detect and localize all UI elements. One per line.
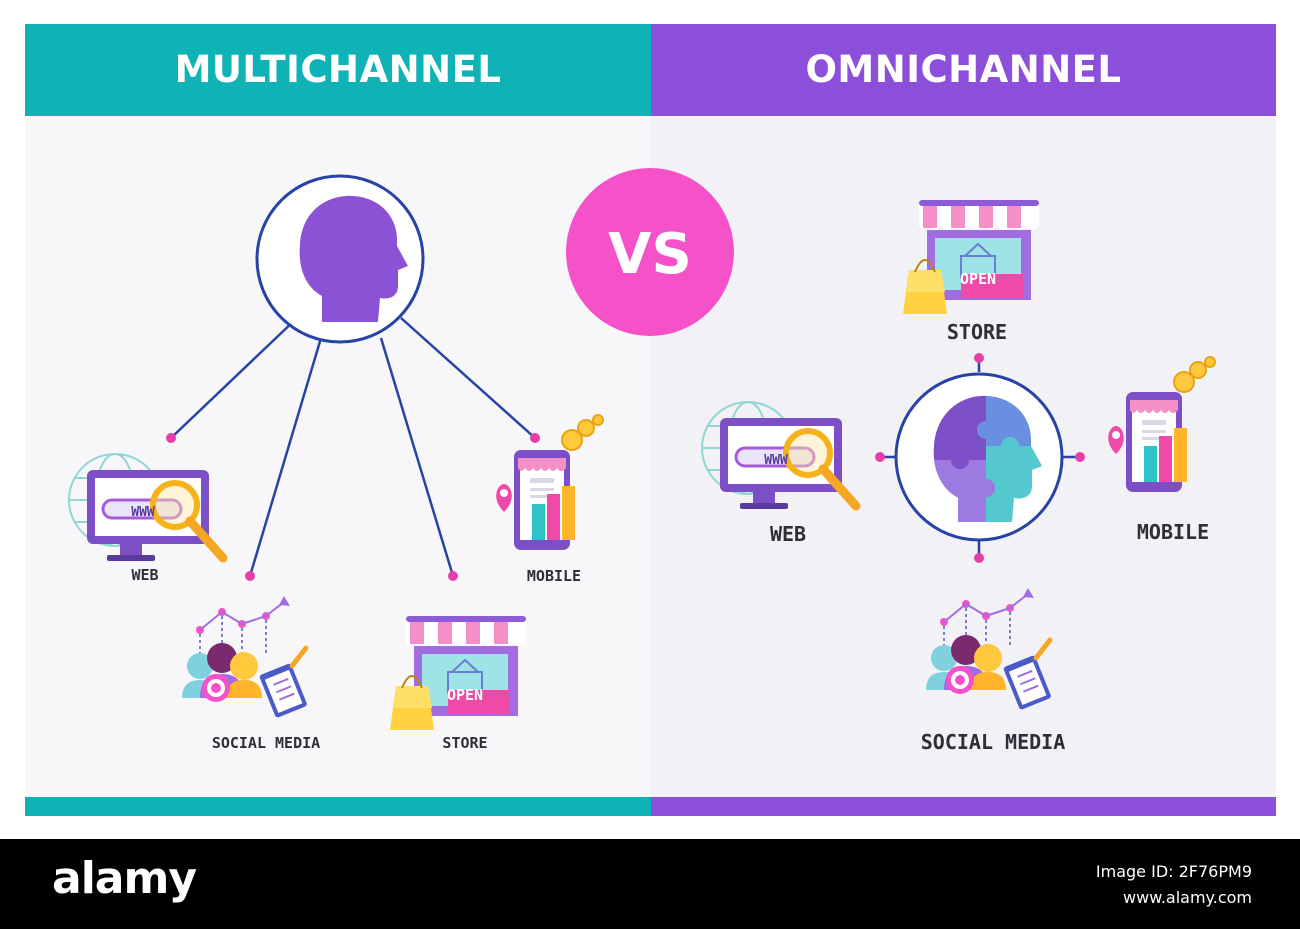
open-sign-text-omni: OPEN	[960, 270, 996, 288]
omnichannel-store-icon	[902, 199, 1040, 315]
omnichannel-store-label: STORE	[946, 320, 1008, 344]
vs-badge: VS	[566, 168, 734, 336]
omnichannel-mobile-icon	[1107, 356, 1216, 493]
www-icon-text-omni: WWW	[764, 453, 788, 468]
image-id-text: Image ID: 2F76PM9	[1095, 862, 1252, 881]
omnichannel-connector-dots	[875, 353, 1085, 563]
multichannel-social-media-icon	[182, 596, 308, 718]
multichannel-mobile-label: MOBILE	[526, 567, 582, 585]
multichannel-store-label: STORE	[442, 734, 488, 752]
brand-logo: alamy	[52, 853, 197, 904]
www-icon-text: WWW	[131, 505, 155, 520]
open-sign-text: OPEN	[447, 686, 483, 704]
multichannel-header: MULTICHANNEL	[25, 24, 651, 116]
site-url-text: www.alamy.com	[1123, 888, 1252, 907]
customer-head-icon	[255, 174, 425, 344]
multichannel-social-media-label: SOCIAL MEDIA	[211, 734, 321, 752]
multichannel-web-label: WEB	[131, 566, 159, 584]
omnichannel-header: OMNICHANNEL	[651, 24, 1276, 116]
multichannel-connector-dots	[166, 433, 540, 581]
multichannel-mobile-icon	[495, 414, 604, 551]
watermark-bar	[0, 839, 1300, 929]
multichannel-store-icon	[389, 615, 527, 731]
omnichannel-footer-bar	[651, 797, 1276, 816]
omnichannel-social-media-icon	[926, 588, 1052, 710]
multichannel-footer-bar	[25, 797, 651, 816]
puzzle-head-icon	[894, 372, 1064, 542]
omnichannel-title: OMNICHANNEL	[805, 48, 1122, 91]
multichannel-connectors	[170, 317, 536, 577]
omnichannel-mobile-label: MOBILE	[1136, 520, 1210, 544]
vs-text: VS	[608, 222, 692, 287]
omnichannel-web-label: WEB	[769, 522, 807, 546]
omnichannel-social-media-label: SOCIAL MEDIA	[920, 730, 1066, 754]
diagram-artwork: VS WWW OPEN OP	[0, 168, 1216, 731]
multichannel-title: MULTICHANNEL	[174, 48, 502, 91]
